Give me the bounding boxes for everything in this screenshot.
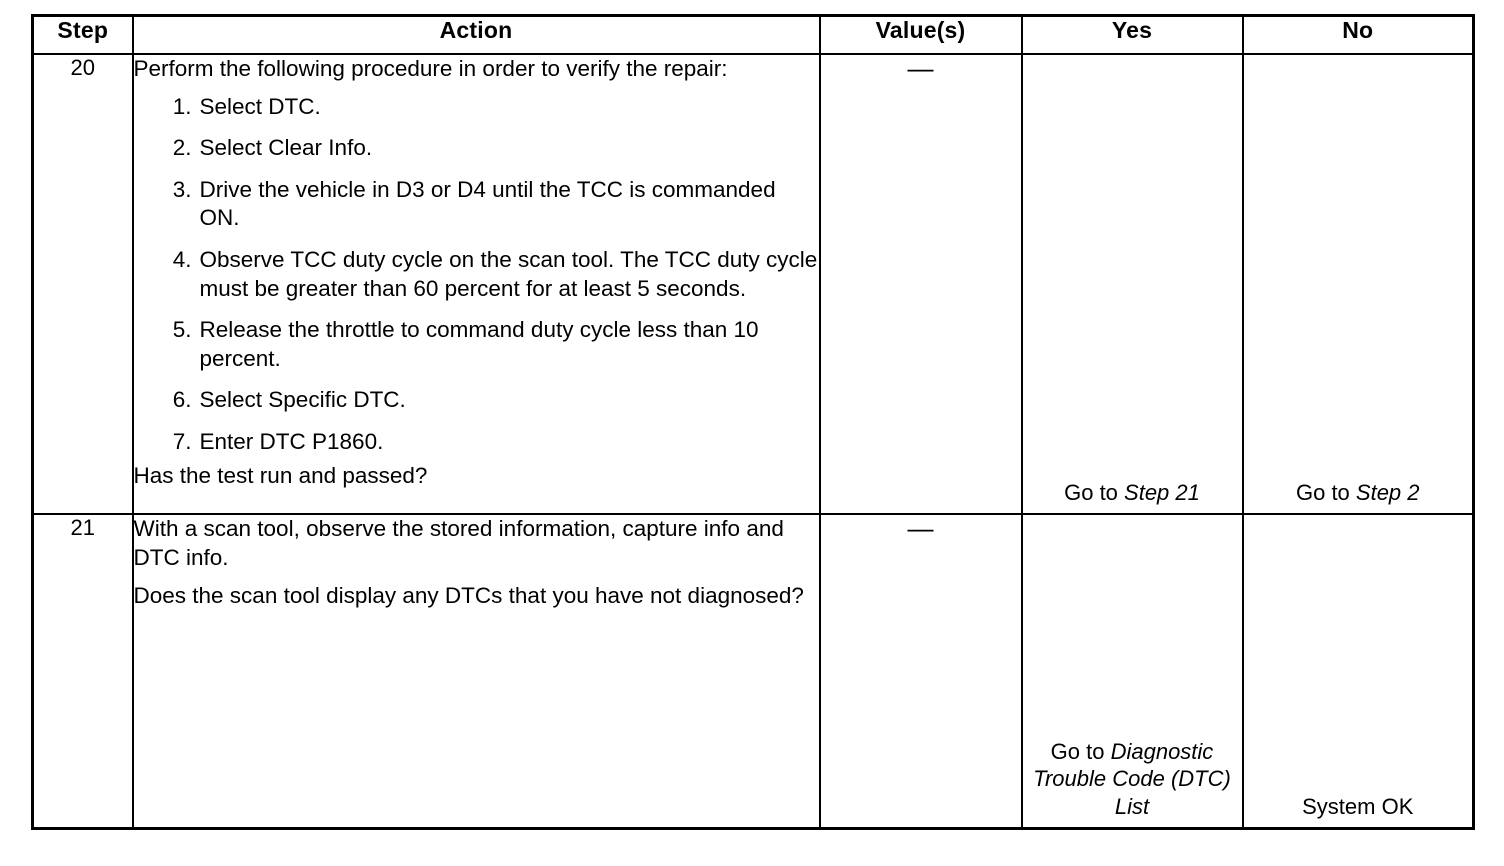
action-question-text: Does the scan tool display any DTCs that… [133, 582, 804, 608]
yes-cell: Go to Diagnostic Trouble Code (DTC) List [1020, 513, 1244, 830]
no-branch-text: Go to Step 2 [1244, 479, 1473, 506]
no-reference: Step 2 [1355, 479, 1420, 505]
yes-cell: Go to Step 21 [1020, 53, 1244, 515]
no-reference: System OK [1302, 793, 1414, 819]
column-header-yes: Yes [1020, 14, 1244, 55]
table-body: 20 Perform the following procedure in or… [31, 53, 1475, 830]
step-number-cell: 20 [31, 53, 134, 515]
column-header-values: Value(s) [818, 14, 1023, 55]
column-header-action: Action [131, 14, 821, 55]
list-item: Select Clear Info. [164, 134, 373, 162]
table-header: Step Action Value(s) Yes No [31, 14, 1475, 55]
list-item: Select DTC. [164, 93, 321, 121]
step-number-cell: 21 [31, 513, 134, 830]
no-cell: Go to Step 2 [1241, 53, 1475, 515]
list-item: Observe TCC duty cycle on the scan tool.… [164, 246, 818, 301]
diagnostic-table: Step Action Value(s) Yes No 20 Perform t… [31, 14, 1475, 830]
action-intro-text: Perform the following procedure in order… [133, 56, 728, 81]
value-cell: — [818, 513, 1023, 830]
table-row: 20 Perform the following procedure in or… [31, 53, 1475, 515]
yes-prefix: Go to [1050, 739, 1111, 765]
value-dash: — [907, 513, 934, 543]
yes-reference: Diagnostic Trouble Code (DTC) List [1033, 739, 1231, 819]
list-item: Release the throttle to command duty cyc… [164, 316, 759, 371]
list-item: Select Specific DTC. [164, 386, 406, 414]
action-intro-text: With a scan tool, observe the stored inf… [133, 516, 784, 570]
no-prefix: Go to [1295, 479, 1356, 505]
action-question-text: Has the test run and passed? [133, 463, 428, 489]
action-step-list: Select DTC. Select Clear Info. Drive the… [134, 93, 819, 457]
yes-branch-text: Go to Diagnostic Trouble Code (DTC) List [1023, 738, 1242, 820]
value-cell: — [818, 53, 1023, 515]
list-item: Enter DTC P1860. [164, 428, 384, 456]
action-cell: With a scan tool, observe the stored inf… [131, 513, 821, 830]
yes-reference: Step 21 [1124, 479, 1200, 505]
no-branch-text: System OK [1244, 793, 1473, 820]
table-row: 21 With a scan tool, observe the stored … [31, 513, 1475, 830]
yes-prefix: Go to [1064, 479, 1125, 505]
action-cell: Perform the following procedure in order… [131, 53, 821, 515]
value-dash: — [907, 53, 934, 83]
no-cell: System OK [1241, 513, 1475, 830]
yes-branch-text: Go to Step 21 [1023, 479, 1242, 506]
header-row: Step Action Value(s) Yes No [31, 14, 1475, 55]
list-item: Drive the vehicle in D3 or D4 until the … [164, 176, 776, 231]
column-header-step: Step [31, 14, 134, 55]
column-header-no: No [1241, 14, 1475, 55]
